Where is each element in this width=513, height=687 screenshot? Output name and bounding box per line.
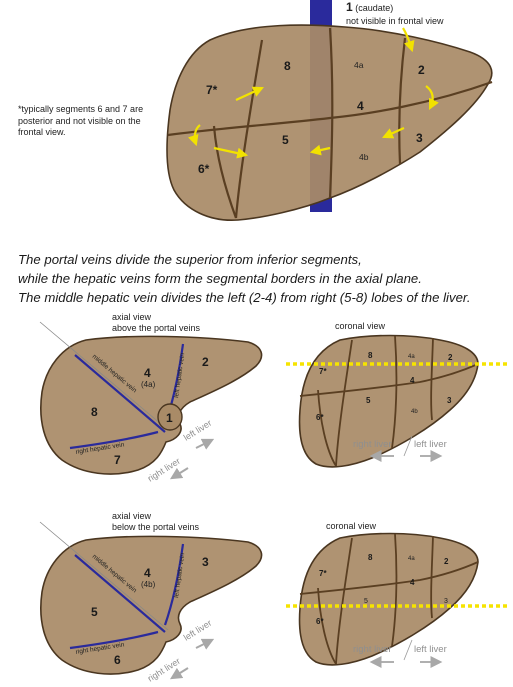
axial-below-seg-4: 4 (144, 566, 151, 580)
axial-above-seg-1: 1 (166, 411, 173, 425)
coronal-above-liver: 8 4a 2 7* 4 5 3 4b 6* right liver left l… (286, 334, 508, 468)
caudate-number: 1 (346, 0, 353, 14)
coronal-below-liver: 8 4a 2 7* 4 5 3 6* right liver left live… (286, 532, 508, 668)
axial-above-title: axial view (112, 312, 152, 322)
caudate-name: (caudate) (355, 3, 394, 13)
coronal-below-borders (299, 533, 479, 665)
caption-line-1: The portal veins divide the superior fro… (18, 252, 362, 267)
coronal-above-seg-2: 2 (448, 353, 453, 362)
top-seg-4a: 4a (354, 60, 364, 70)
top-seg-8: 8 (284, 59, 291, 73)
axial-below-reference-line (39, 521, 169, 631)
axial-above-seg-2: 2 (202, 355, 209, 369)
caption-line-2: while the hepatic veins form the segment… (18, 271, 422, 286)
coronal-above-seg-5: 5 (366, 396, 371, 405)
coronal-above-seg-4a: 4a (408, 354, 415, 360)
top-seg-2: 2 (418, 63, 425, 77)
axial-above-reference-line (39, 321, 169, 431)
axial-above-seg-7: 7 (114, 453, 121, 467)
axial-above-seg-4: 4 (144, 366, 151, 380)
axial-below-seg-3: 3 (202, 555, 209, 569)
coronal-below-seg-8: 8 (368, 553, 373, 562)
top-portal-arrows (188, 27, 439, 159)
axial-above-caudate (157, 403, 183, 431)
top-liver: 8 4a 2 7* 4 5 3 4b 6* (166, 0, 493, 221)
coronal-above-seg-3: 3 (447, 396, 452, 405)
caudate-label: 1 (caudate) (346, 0, 394, 14)
coronal-below-seg-4: 4 (410, 578, 415, 587)
axial-above-subtitle: above the portal veins (112, 323, 201, 333)
coronal-below-seg-5: 5 (364, 598, 368, 605)
top-seg-3: 3 (416, 131, 423, 145)
coronal-above-seg-4: 4 (410, 376, 415, 385)
axial-below-left-liver-label: left liver (182, 618, 214, 643)
axial-above-left-arrow (195, 438, 215, 450)
coronal-below-seg-4a: 4a (408, 556, 415, 562)
coronal-above-divider (403, 435, 413, 457)
coronal-above-left-liver-label: left liver (414, 439, 447, 450)
axial-above-seg-8: 8 (91, 405, 98, 419)
coronal-below-title: coronal view (326, 521, 377, 531)
coronal-below-seg-2: 2 (444, 557, 449, 566)
axial-below-left-arrow (195, 638, 215, 650)
coronal-below-seg-6: 6* (316, 617, 324, 626)
axial-above-outline (40, 335, 263, 475)
coronal-above-seg-4b: 4b (411, 409, 418, 415)
axial-above-liver: middle hepatic vein left hepatic vein ri… (39, 321, 263, 484)
coronal-below-divider (403, 639, 413, 661)
coronal-above-title: coronal view (335, 321, 386, 331)
axial-below-seg-5: 5 (91, 605, 98, 619)
axial-above-left-liver-label: left liver (182, 418, 214, 443)
top-seg-4: 4 (357, 99, 364, 113)
coronal-above-seg-8: 8 (368, 351, 373, 360)
coronal-below-seg-7: 7* (319, 569, 327, 578)
coronal-above-outline (298, 334, 479, 468)
axial-above-right-arrow (169, 467, 189, 480)
axial-below-right-arrow (169, 667, 189, 680)
top-seg-6: 6* (198, 162, 210, 176)
axial-below-liver: middle hepatic vein left hepatic vein ri… (39, 521, 263, 684)
coronal-above-right-liver-label: right liver (353, 439, 392, 450)
coronal-above-seg-7: 7* (319, 367, 327, 376)
axial-above-seg-4a: (4a) (141, 380, 156, 389)
caudate-note: not visible in frontal view (346, 16, 444, 26)
coronal-below-left-liver-label: left liver (414, 644, 447, 655)
top-liver-outline (166, 24, 493, 221)
coronal-below-outline (298, 532, 479, 666)
axial-below-seg-6: 6 (114, 653, 121, 667)
top-seg-7: 7* (206, 83, 218, 97)
coronal-below-seg-3: 3 (444, 598, 448, 605)
axial-below-title: axial view (112, 511, 152, 521)
axial-below-hepatic-veins (69, 543, 185, 650)
coronal-below-right-liver-label: right liver (353, 644, 392, 655)
axial-below-subtitle: below the portal veins (112, 522, 200, 532)
coronal-above-borders (299, 335, 479, 467)
coronal-above-seg-6: 6* (316, 413, 324, 422)
top-seg-4b: 4b (359, 152, 369, 162)
axial-below-outline (40, 535, 263, 675)
top-seg-5: 5 (282, 133, 289, 147)
caption-line-3: The middle hepatic vein divides the left… (18, 290, 471, 305)
posterior-footnote: *typically segments 6 and 7 are posterio… (18, 104, 144, 137)
axial-below-seg-4b: (4b) (141, 580, 156, 589)
